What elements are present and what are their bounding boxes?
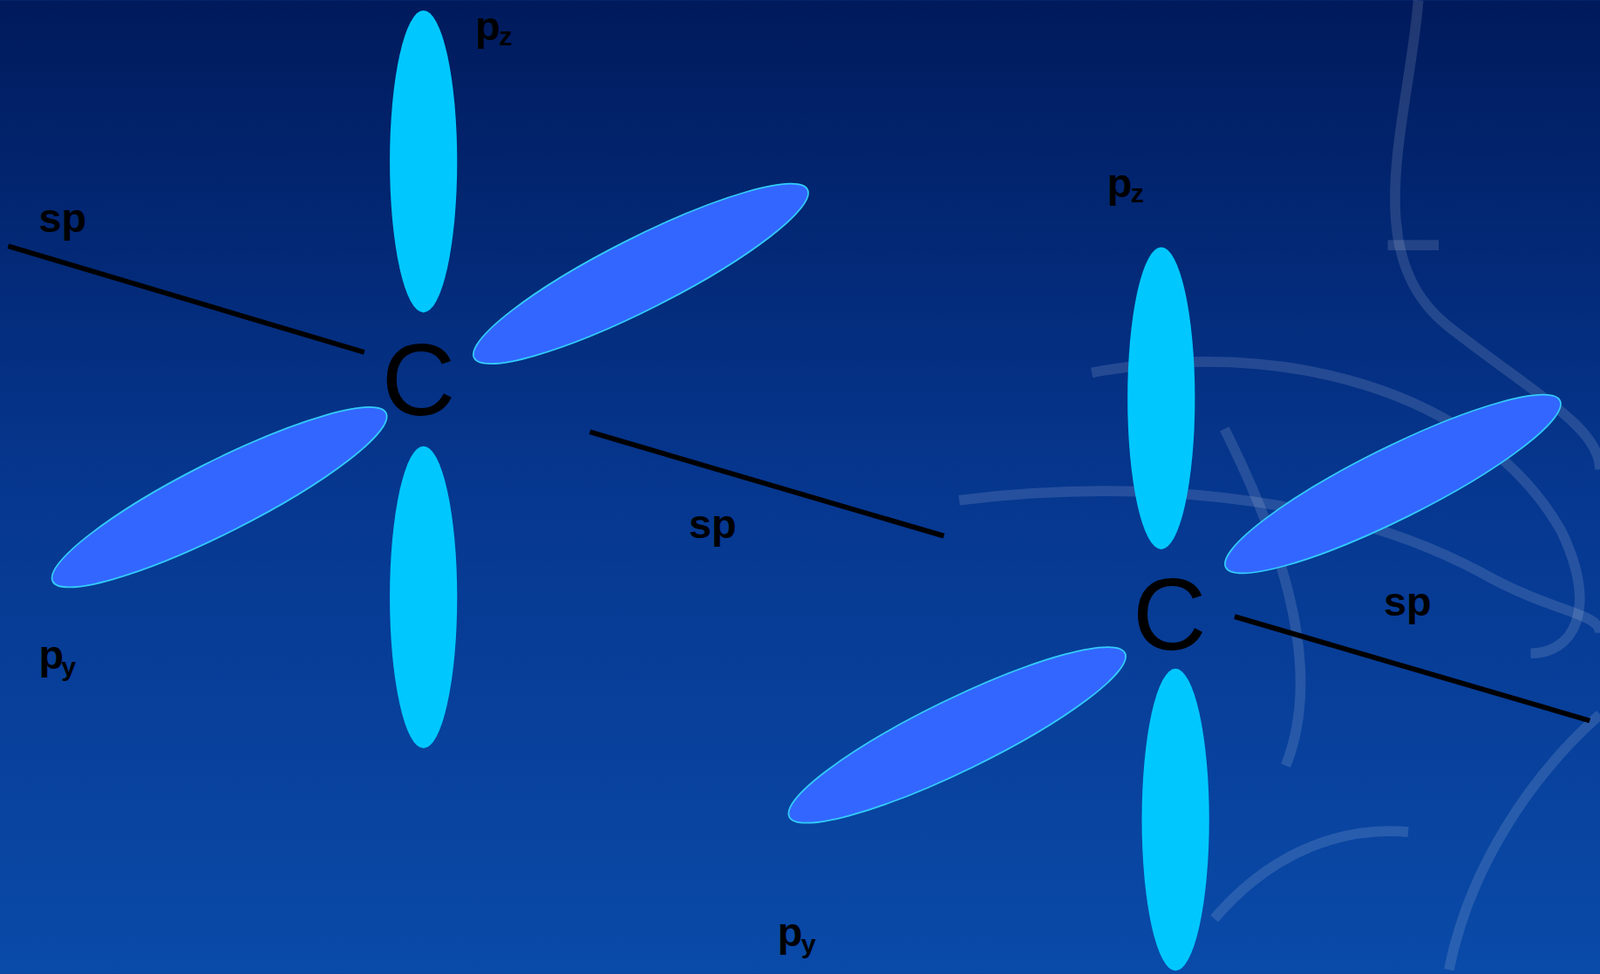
atom-symbol: C (381, 328, 457, 431)
py-lobe (773, 620, 1141, 849)
pz-lobe (389, 10, 457, 313)
orbital-subscript: y (61, 653, 76, 680)
orbital-name: p (38, 634, 64, 676)
orbital-name: sp (38, 197, 87, 239)
carbon-right-orbitals (773, 246, 1590, 971)
sp-orbital-line (589, 431, 944, 536)
orbital-subscript: y (801, 930, 817, 957)
py-lobe (457, 157, 824, 390)
orbital-subscript: z (498, 22, 512, 49)
orbital-subscript: z (1130, 179, 1144, 206)
py-lobe (1209, 368, 1576, 600)
orbital-name: p (475, 6, 501, 48)
orbital-name: p (1107, 163, 1133, 205)
orbital-name: p (777, 912, 804, 954)
sp-orbital-line (1234, 616, 1590, 721)
sp-orbital-line (7, 245, 364, 353)
orbital-name: sp (1383, 581, 1432, 623)
decor-swirl (959, 0, 1600, 970)
pz-lobe (1142, 668, 1210, 971)
orbital-name: sp (688, 503, 737, 545)
atom-symbol: C (1132, 563, 1207, 666)
pz-lobe (1127, 246, 1195, 549)
pz-lobe (389, 446, 457, 749)
carbon-left-orbitals (7, 10, 944, 749)
py-lobe (36, 381, 402, 613)
